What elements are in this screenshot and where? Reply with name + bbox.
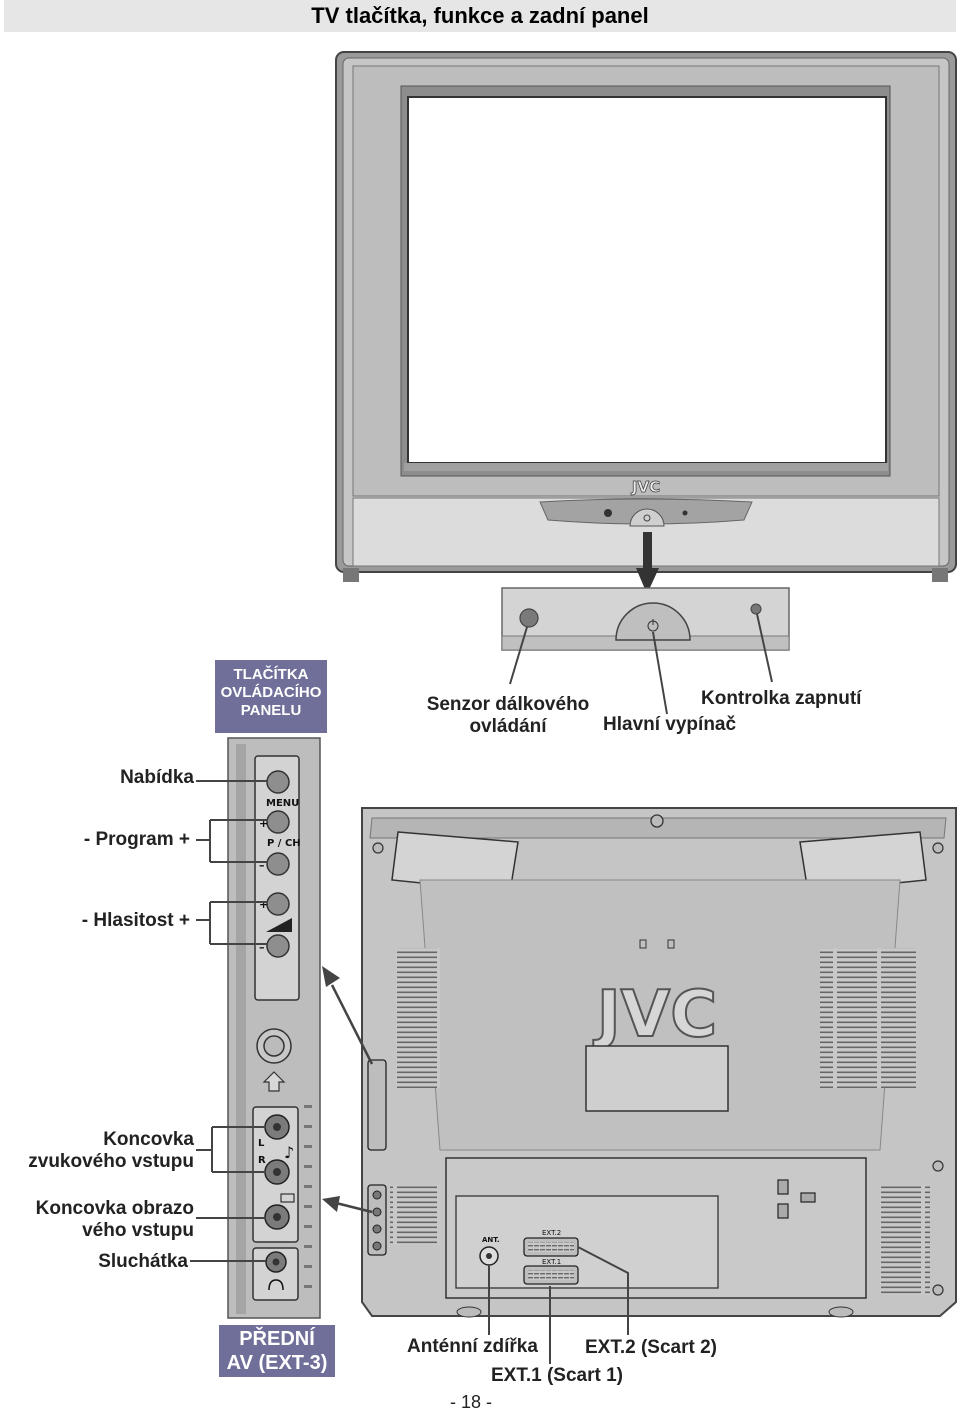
rear-brand-logo: JVC bbox=[593, 978, 717, 1052]
plus-mark: + bbox=[259, 817, 268, 830]
left-mark: L bbox=[258, 1138, 265, 1149]
screen bbox=[407, 96, 887, 464]
video-icon bbox=[280, 1193, 295, 1203]
minus-mark: – bbox=[259, 941, 265, 954]
front-sensor-dot bbox=[604, 509, 612, 517]
ant-mark: ANT. bbox=[482, 1236, 500, 1244]
front-strip-detail bbox=[501, 587, 790, 715]
front-led-dot bbox=[682, 510, 688, 516]
main-switch-label: Hlavní vypínač bbox=[603, 714, 737, 735]
side-control-panel: MENU P / CH + – + – L R ♪ bbox=[227, 737, 321, 1319]
tv-rear: JVC ANT. EXT.2 EXT.1 bbox=[361, 807, 957, 1318]
power-indicator-label: Kontrolka zapnutí bbox=[701, 688, 862, 709]
program-minus-button bbox=[266, 852, 290, 876]
front-brand-logo: JVC bbox=[631, 478, 660, 496]
control-panel-leader-lines bbox=[190, 780, 268, 1262]
pch-mark: P / CH bbox=[267, 838, 301, 849]
remote-sensor-label: Senzor dálkového ovládání bbox=[426, 694, 590, 737]
volume-label: - Hlasitost + bbox=[81, 910, 190, 931]
volume-icon bbox=[266, 918, 292, 932]
page-number: - 18 - bbox=[450, 1392, 493, 1412]
video-input-label: Koncovka obrazo vého vstupu bbox=[35, 1198, 194, 1241]
page-title: TV tlačítka, funkce a zadní panel bbox=[4, 0, 956, 32]
right-mark: R bbox=[258, 1155, 266, 1166]
headphone-icon bbox=[268, 1279, 284, 1291]
front-av-tag: PŘEDNÍ AV (EXT-3) bbox=[219, 1325, 335, 1377]
ext2-mark: EXT.2 bbox=[542, 1229, 561, 1237]
volume-plus-button bbox=[266, 892, 290, 916]
rear-leader-lines bbox=[488, 1246, 629, 1364]
control-panel-tag: TLAČÍTKA OVLÁDACÍHO PANELU bbox=[215, 660, 327, 733]
panel-pointer-arrows bbox=[322, 966, 374, 1214]
plus-mark: + bbox=[259, 898, 268, 911]
input-arrow-icon bbox=[262, 1071, 286, 1092]
zoom-arrow-down bbox=[636, 532, 659, 594]
ext1-mark: EXT.1 bbox=[542, 1258, 561, 1266]
ext2-label: EXT.2 (Scart 2) bbox=[585, 1337, 717, 1358]
menu-mark: MENU bbox=[266, 798, 299, 809]
program-label: - Program + bbox=[83, 829, 190, 850]
tv-front: JVC bbox=[335, 51, 957, 582]
antenna-socket-label: Anténní zdířka bbox=[407, 1336, 538, 1357]
rating-label-area bbox=[585, 1045, 729, 1112]
rear-vents-right bbox=[820, 948, 916, 1088]
audio-input-label: Koncovka zvukového vstupu bbox=[28, 1129, 194, 1172]
minus-mark: – bbox=[259, 859, 265, 872]
music-note-icon: ♪ bbox=[284, 1143, 294, 1162]
headphones-label: Sluchátka bbox=[98, 1251, 188, 1272]
rear-vents-left bbox=[396, 948, 440, 1088]
ext1-label: EXT.1 (Scart 1) bbox=[491, 1365, 623, 1386]
power-led bbox=[750, 603, 762, 615]
menu-label: Nabídka bbox=[120, 767, 194, 788]
menu-button bbox=[266, 770, 290, 794]
volume-minus-button bbox=[266, 934, 290, 958]
program-plus-button bbox=[266, 810, 290, 834]
remote-sensor-window bbox=[519, 608, 539, 628]
